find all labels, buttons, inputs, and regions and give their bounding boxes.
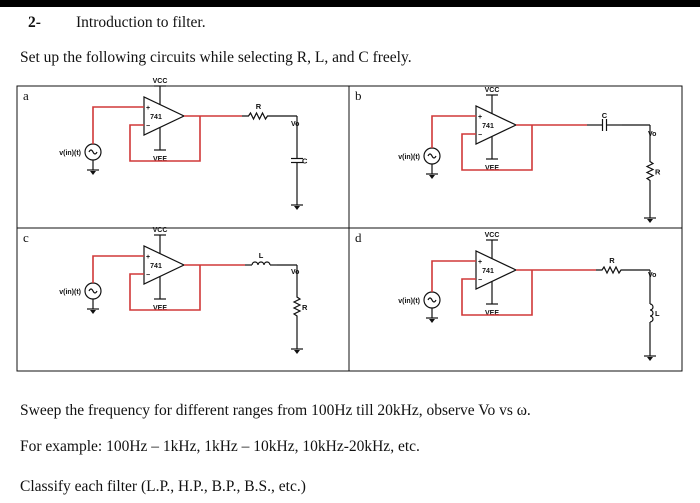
opamp-741 xyxy=(143,96,186,136)
example-ranges: For example: 100Hz – 1kHz, 1kHz – 10kHz,… xyxy=(20,438,420,455)
vcc-label: VCC xyxy=(153,78,168,85)
svg-text:+: + xyxy=(478,259,482,266)
opamp-label: 741 xyxy=(482,268,494,275)
shunt-component-label: L xyxy=(655,309,660,318)
opamp-label: 741 xyxy=(482,123,494,130)
svg-text:+: + xyxy=(146,254,150,261)
output-label: Vo xyxy=(291,121,299,128)
series-component-label: R xyxy=(609,256,615,265)
section-title: Introduction to filter. xyxy=(76,14,206,31)
circuit-panel-a: a 741+ − VCC VEE v(in)(t) R VoC xyxy=(23,78,308,210)
svg-text:−: − xyxy=(478,277,482,284)
classify-instruction: Classify each filter (L.P., H.P., B.P., … xyxy=(20,478,306,495)
source-label: v(in)(t) xyxy=(398,154,420,161)
shunt-component-label: R xyxy=(655,168,661,177)
shunt-component-label: R xyxy=(302,303,308,312)
vcc-label: VCC xyxy=(485,232,500,239)
panel-letter: c xyxy=(23,230,29,245)
panel-letter: b xyxy=(355,88,362,103)
output-label: Vo xyxy=(648,272,656,279)
svg-text:−: − xyxy=(146,123,150,130)
panel-letter: d xyxy=(355,230,362,245)
panel-letter: a xyxy=(23,88,29,103)
source-label: v(in)(t) xyxy=(59,289,81,296)
svg-text:+: + xyxy=(478,114,482,121)
vcc-label: VCC xyxy=(153,227,168,234)
opamp-741 xyxy=(143,245,186,285)
source-label: v(in)(t) xyxy=(59,150,81,157)
output-label: Vo xyxy=(291,269,299,276)
circuit-panel-c: c 741+ − VCC VEE v(in)(t) L VoR xyxy=(23,227,308,354)
output-label: Vo xyxy=(648,131,656,138)
instruction-text: Set up the following circuits while sele… xyxy=(20,49,412,66)
svg-text:−: − xyxy=(478,132,482,139)
series-component-label: C xyxy=(602,111,608,120)
circuit-panel-d: d 741+ − VCC VEE v(in)(t) R VoL xyxy=(355,230,660,361)
circuit-panel-b: b 741+ − VCC VEE v(in)(t) C VoR xyxy=(355,87,661,223)
svg-text:+: + xyxy=(146,105,150,112)
series-component-label: R xyxy=(256,102,262,111)
opamp-741 xyxy=(475,250,518,290)
vee-label: VEE xyxy=(485,165,499,172)
source-label: v(in)(t) xyxy=(398,298,420,305)
section-number: 2- xyxy=(28,14,41,31)
shunt-component-label: C xyxy=(302,157,308,166)
series-component-label: L xyxy=(259,251,264,260)
sweep-instruction: Sweep the frequency for different ranges… xyxy=(20,402,531,419)
svg-text:−: − xyxy=(146,272,150,279)
vcc-label: VCC xyxy=(485,87,500,94)
vee-label: VEE xyxy=(153,156,167,163)
vee-label: VEE xyxy=(485,310,499,317)
top-border-bar xyxy=(0,0,700,7)
vee-label: VEE xyxy=(153,305,167,312)
opamp-741 xyxy=(475,105,518,145)
opamp-label: 741 xyxy=(150,263,162,270)
opamp-label: 741 xyxy=(150,114,162,121)
